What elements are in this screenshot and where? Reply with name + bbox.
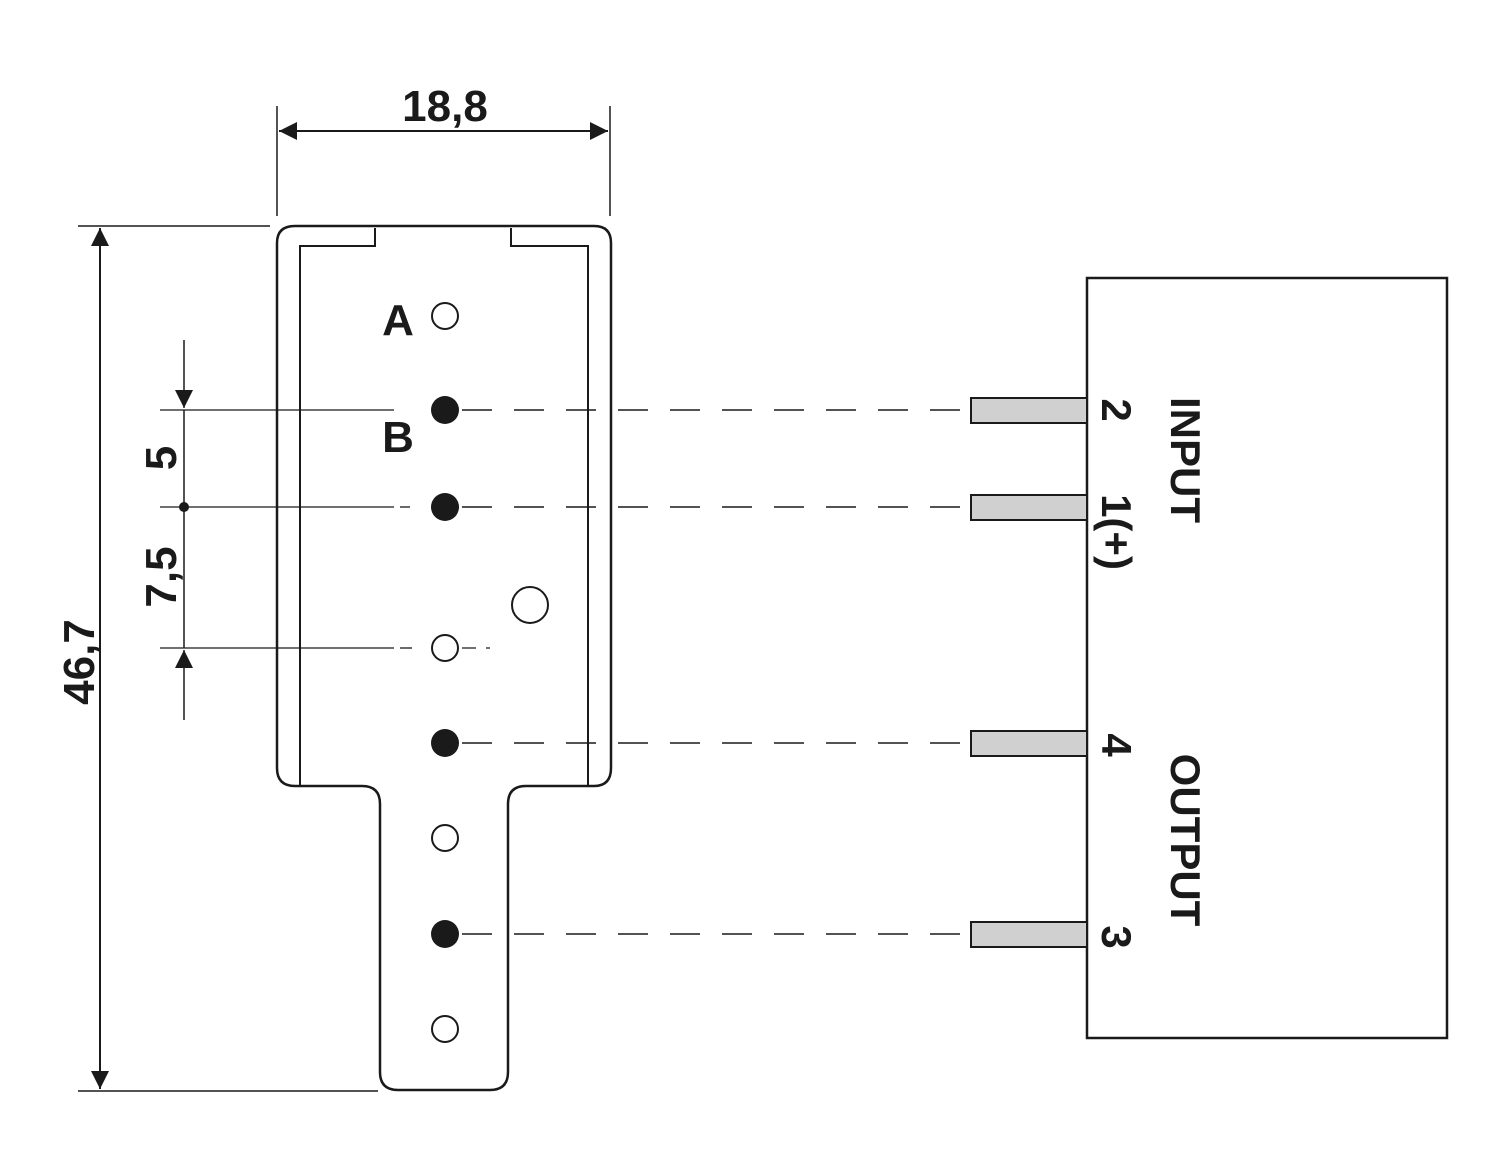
open-hole xyxy=(431,824,459,852)
pitch-dimensions: 5 7,5 xyxy=(137,340,394,720)
terminal-label-4: 4 xyxy=(1093,733,1140,757)
filled-pin xyxy=(431,920,459,948)
output-group-label: OUTPUT xyxy=(1162,754,1209,927)
pin-label-a: A xyxy=(382,296,414,345)
pin-terminal-3 xyxy=(970,921,1088,948)
height-value: 46,7 xyxy=(55,619,104,705)
filled-pin xyxy=(431,493,459,521)
input-group-label: INPUT xyxy=(1162,397,1209,523)
pin-holes xyxy=(431,302,549,1043)
pitch-5-value: 5 xyxy=(137,446,186,470)
module-outline xyxy=(1085,276,1449,1040)
pin-label-b: B xyxy=(382,413,414,462)
width-dimension: 18,8 xyxy=(276,82,611,216)
height-dimension: 46,7 xyxy=(55,225,378,1092)
connector-inner-outline xyxy=(299,228,376,786)
pin-terminal-2 xyxy=(970,397,1088,424)
connector-body xyxy=(275,224,613,1092)
open-hole xyxy=(431,634,459,662)
terminal-label-2: 2 xyxy=(1093,398,1140,421)
terminal-label-3: 3 xyxy=(1093,925,1140,948)
connector-outer-outline xyxy=(275,224,613,1092)
module-box: 2 1(+) 4 3 INPUT OUTPUT xyxy=(970,276,1449,1040)
pitch-7-5-value: 7,5 xyxy=(137,546,186,607)
pitch-dot xyxy=(179,502,189,512)
open-hole xyxy=(431,1015,459,1043)
coding-hole xyxy=(511,586,549,624)
terminal-label-1: 1(+) xyxy=(1093,494,1140,570)
connector-inner-outline-right xyxy=(510,228,589,786)
open-hole xyxy=(431,302,459,330)
connection-lines xyxy=(400,409,968,935)
pin-terminal-4 xyxy=(970,730,1088,757)
filled-pin xyxy=(431,396,459,424)
filled-pin xyxy=(431,729,459,757)
width-value: 18,8 xyxy=(402,82,488,131)
pin-terminal-1 xyxy=(970,494,1088,521)
